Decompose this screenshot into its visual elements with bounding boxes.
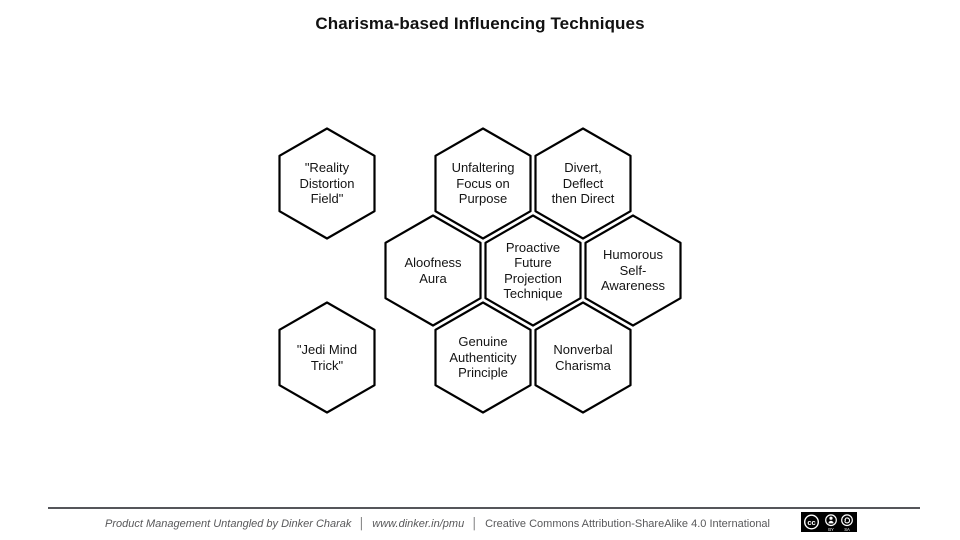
hex-label: Genuine Authenticity Principle (449, 334, 517, 381)
hex-label: Humorous Self- Awareness (600, 247, 666, 294)
hex-jedi-mind-trick: "Jedi Mind Trick" (278, 301, 376, 414)
hexagon-outline (278, 127, 376, 240)
hex-humorous-self-awareness: Humorous Self- Awareness (584, 214, 682, 327)
hexagon-outline (534, 301, 632, 414)
footer: Product Management Untangled by Dinker C… (60, 518, 815, 530)
footer-divider (48, 507, 920, 509)
cc-letters: cc (807, 518, 815, 527)
sa-label: SA (844, 527, 850, 532)
hex-genuine-authenticity-principle: Genuine Authenticity Principle (434, 301, 532, 414)
page-title: Charisma-based Influencing Techniques (315, 14, 645, 33)
cc-by-sa-badge: cc BY SA (801, 512, 857, 532)
hex-label: "Reality Distortion Field" (299, 160, 355, 207)
hex-divert-deflect-then-direct: Divert, Deflect then Direct (534, 127, 632, 240)
footer-license: Creative Commons Attribution-ShareAlike … (485, 518, 770, 530)
hexagon-outline (434, 301, 532, 414)
hex-unfaltering-focus-on-purpose: Unfaltering Focus on Purpose (434, 127, 532, 240)
hexagon-outline (534, 127, 632, 240)
cc-by-person-icon: BY (825, 514, 837, 532)
hexagon-outline (278, 301, 376, 414)
hexagon-outline (584, 214, 682, 327)
hexagon-outline (434, 127, 532, 240)
hexagon-outline (384, 214, 482, 327)
footer-separator: │ (471, 518, 479, 530)
hex-proactive-future-projection-technique: Proactive Future Projection Technique (484, 214, 582, 327)
hex-label: Divert, Deflect then Direct (551, 160, 615, 207)
by-label: BY (828, 527, 834, 532)
hex-label: Nonverbal Charisma (553, 342, 613, 373)
hex-label: Aloofness Aura (404, 255, 462, 286)
footer-url: www.dinker.in/pmu (372, 518, 465, 530)
hex-label: "Jedi Mind Trick" (296, 342, 358, 373)
footer-separator: │ (358, 518, 366, 530)
hex-aloofness-aura: Aloofness Aura (384, 214, 482, 327)
hex-nonverbal-charisma: Nonverbal Charisma (534, 301, 632, 414)
hex-label: Unfaltering Focus on Purpose (451, 160, 515, 207)
hex-label: Proactive Future Projection Technique (503, 239, 563, 302)
footer-credit: Product Management Untangled by Dinker C… (105, 518, 352, 530)
cc-sa-arrow-icon: SA (841, 514, 853, 532)
cc-logo-icon: cc (803, 514, 820, 530)
hex-reality-distortion-field: "Reality Distortion Field" (278, 127, 376, 240)
hexagon-outline (484, 214, 582, 327)
